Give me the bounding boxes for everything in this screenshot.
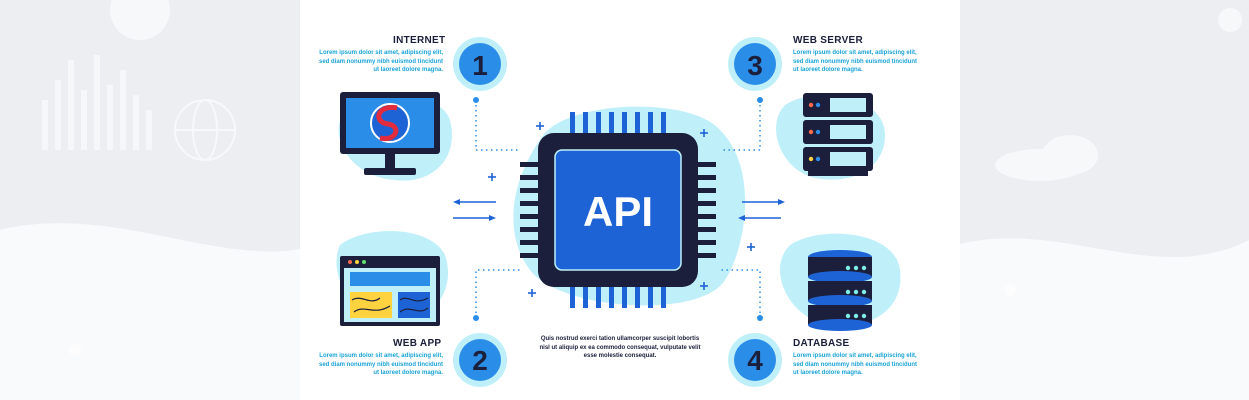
bar-chart-decoration [42,55,152,150]
webserver-title: WEB SERVER [793,35,864,46]
webapp-title: WEB APP [393,338,442,349]
badge-1: 1 [453,37,507,91]
webserver-description: Lorem ipsum dolor sit amet, adipiscing e… [793,50,918,73]
badge-2: 2 [453,333,507,387]
database-stack-icon [808,250,872,331]
api-label: API [583,188,653,235]
badge-3: 3 [728,37,782,91]
internet-title: INTERNET [393,35,446,46]
globe-decoration [174,99,236,161]
badge-4: 4 [728,333,782,387]
svg-text:3: 3 [747,50,763,81]
webapp-description: Lorem ipsum dolor sit amet, adipiscing e… [318,353,443,376]
internet-description: Lorem ipsum dolor sit amet, adipiscing e… [318,50,443,73]
server-rack-icon [803,93,873,176]
connectors [475,100,761,318]
api-description: Quis nostrud exerci tation ullamcorper s… [539,336,701,359]
svg-text:2: 2 [472,345,488,376]
plus-decorations [488,122,755,297]
database-title: DATABASE [793,338,850,349]
database-description: Lorem ipsum dolor sit amet, adipiscing e… [793,353,918,376]
browser-window-icon [340,256,440,326]
chip-pins [570,112,666,308]
chip-icon [538,133,698,287]
svg-text:1: 1 [472,50,488,81]
svg-text:4: 4 [747,345,763,376]
arrows [453,199,785,221]
monitor-browser-icon [340,92,440,175]
